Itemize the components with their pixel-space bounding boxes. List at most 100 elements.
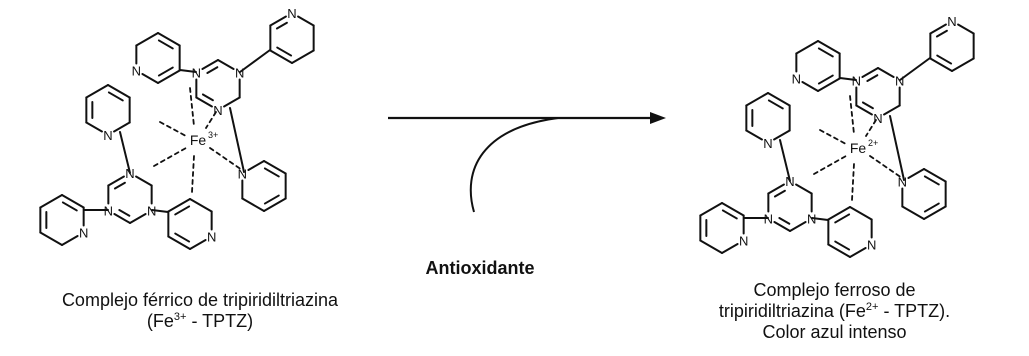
ring-double-bond	[276, 46, 293, 57]
ring-bond	[167, 235, 191, 250]
ring-bond	[85, 121, 103, 133]
pyridine-ring: N	[792, 40, 841, 92]
product-caption: Complejo ferroso de tripiridiltriazina (…	[640, 280, 1029, 343]
ring-bond	[61, 235, 79, 246]
ring-bond	[291, 49, 315, 64]
ring-bond	[745, 129, 763, 141]
ring-bond	[167, 198, 191, 213]
pyridine-ring: N	[699, 202, 748, 254]
ring-bond	[773, 129, 791, 141]
iron-atom-label: Fe	[850, 140, 867, 156]
nitrogen-atom-label: N	[192, 66, 201, 81]
ring-double-bond	[107, 91, 124, 102]
nitrogen-atom-label: N	[764, 212, 773, 227]
pyridine-ring: N	[132, 32, 181, 84]
ring-bond	[789, 221, 807, 232]
product-caption-line2: tripiridiltriazina (Fe2+ - TPTZ).	[640, 301, 1029, 322]
ring-double-bond	[113, 181, 126, 190]
ring-bond	[297, 15, 315, 27]
ring-link-bond	[151, 209, 169, 213]
antioxidant-entry-curve	[469, 117, 559, 213]
product-charge: 2+	[865, 301, 879, 313]
ring-double-bond	[174, 205, 191, 216]
coordination-bond	[191, 155, 195, 193]
ring-double-bond	[275, 21, 288, 30]
ring-double-bond	[834, 240, 851, 251]
ring-bond	[929, 23, 947, 35]
ring-link-bond	[889, 115, 905, 181]
coordination-bond	[205, 111, 217, 129]
nitrogen-atom-label: N	[207, 230, 216, 245]
ring-bond	[241, 197, 265, 212]
nitrogen-atom-label: N	[807, 212, 816, 227]
ring-bond	[141, 73, 159, 84]
ring-double-bond	[157, 66, 174, 77]
nitrogen-atom-label: N	[287, 6, 296, 21]
pyridine-ring: N	[39, 194, 88, 246]
nitrogen-atom-label: N	[213, 103, 222, 118]
coordination-bond	[153, 147, 187, 167]
iron-charge-label: 2+	[868, 138, 878, 148]
nitrogen-atom-label: N	[238, 167, 247, 182]
ring-bond	[877, 67, 895, 78]
ring-bond	[795, 40, 819, 55]
pyridine-ring: N	[827, 206, 876, 258]
pyridine-ring: N	[745, 92, 791, 151]
ring-bond	[157, 32, 181, 47]
ring-double-bond	[817, 47, 834, 58]
nitrogen-atom-label: N	[79, 226, 88, 241]
ring-bond	[801, 81, 819, 92]
product-caption-line1: Complejo ferroso de	[753, 280, 916, 300]
coordination-bond	[209, 147, 243, 171]
ring-bond	[883, 104, 901, 116]
ring-bond	[907, 168, 925, 179]
ring-bond	[39, 231, 63, 246]
ring-bond	[85, 84, 109, 99]
ring-bond	[951, 57, 975, 72]
ring-bond	[957, 23, 975, 35]
ring-double-bond	[263, 167, 280, 178]
reactant-caption-line2: (Fe3+ - TPTZ)	[0, 311, 400, 332]
ring-bond	[201, 59, 219, 70]
ring-bond	[135, 175, 153, 187]
pyridine-ring: N	[167, 198, 216, 250]
ring-bond	[269, 49, 293, 64]
ring-bond	[817, 77, 841, 92]
ring-double-bond	[935, 29, 948, 38]
ring-double-bond	[923, 202, 940, 213]
nitrogen-atom-label: N	[947, 14, 956, 29]
ring-double-bond	[263, 194, 280, 205]
nitrogen-atom-label: N	[132, 64, 141, 79]
ring-double-bond	[201, 93, 214, 102]
pyridine-ring: N	[238, 160, 287, 212]
ring-double-bond	[174, 232, 191, 243]
reaction-arrow	[388, 112, 666, 213]
ring-double-bond	[206, 66, 219, 74]
ring-double-bond	[157, 39, 174, 50]
ring-bond	[721, 202, 745, 217]
ring-bond	[767, 92, 791, 107]
ring-bond	[269, 15, 287, 27]
coordination-bond	[865, 119, 877, 137]
nitrogen-atom-label: N	[873, 111, 882, 126]
ring-bond	[113, 213, 131, 224]
ring-double-bond	[773, 189, 786, 198]
ring-bond	[745, 92, 769, 107]
reactant-formula-prefix: (Fe	[146, 311, 174, 331]
ring-bond	[861, 67, 879, 78]
ferrous-tptz-complex-structure: NNNNNNNNNNNNFe2+	[699, 14, 975, 258]
nitrogen-atom-label: N	[898, 175, 907, 190]
product-formula-suffix: - TPTZ).	[878, 301, 951, 321]
ring-bond	[827, 243, 851, 258]
ring-bond	[113, 121, 131, 133]
ring-bond	[217, 59, 235, 70]
ring-double-bond	[923, 175, 940, 186]
reaction-arrow-head	[650, 112, 666, 124]
ring-bond	[901, 205, 925, 220]
ring-bond	[107, 84, 131, 99]
coordination-bond	[189, 87, 195, 127]
coordination-bond	[813, 155, 847, 175]
